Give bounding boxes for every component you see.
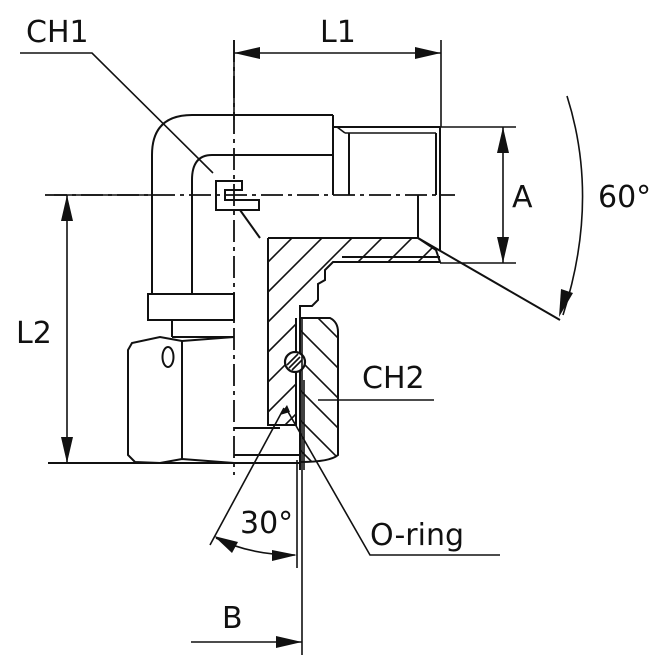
elbow-tube xyxy=(151,114,334,295)
label-b: B xyxy=(222,601,243,636)
label-oring: O-ring xyxy=(370,518,464,553)
tube-outer-wall xyxy=(151,114,333,295)
nut-mark-ellipse xyxy=(161,346,175,368)
label-l1: L1 xyxy=(320,15,356,50)
angle-30-arrow-left xyxy=(214,536,238,553)
label-ch2: CH2 xyxy=(362,361,425,396)
label-30-deg: 30° xyxy=(240,506,293,541)
l1-arrow-right xyxy=(415,47,441,59)
label-a: A xyxy=(512,180,533,215)
angle-30: 30° xyxy=(209,407,298,568)
tube-inner-wall xyxy=(191,154,333,295)
angle-60-arrow xyxy=(559,289,573,317)
a-arrow-bottom xyxy=(497,237,509,263)
l2-arrow-bottom xyxy=(61,437,73,463)
dimension-a: A xyxy=(440,126,533,264)
l2-arrow-top xyxy=(61,195,73,221)
ch1-flat-symbol xyxy=(215,180,260,211)
male-thread-end xyxy=(333,126,561,321)
label-ch1: CH1 xyxy=(26,15,89,50)
angle-30-arrow-right xyxy=(272,550,297,561)
angle-60-arc xyxy=(562,95,584,316)
label-60-deg: 60° xyxy=(598,180,651,215)
sectioned-body xyxy=(239,209,442,426)
leader-ch2: CH2 xyxy=(318,361,434,401)
label-l2: L2 xyxy=(16,316,52,351)
nut-section xyxy=(234,317,339,470)
leader-oring: O-ring xyxy=(286,409,500,556)
hex-nut-outline xyxy=(127,335,235,465)
angle-60: 60° xyxy=(559,95,651,317)
l1-arrow-left xyxy=(234,47,260,59)
a-arrow-top xyxy=(497,127,509,153)
seal-cone-mark xyxy=(280,405,290,415)
dimension-l1: L1 xyxy=(233,15,442,127)
ch1-marker xyxy=(215,180,260,211)
b-arrow xyxy=(276,636,302,648)
dimension-b: B xyxy=(191,318,303,655)
leader-ch1: CH1 xyxy=(20,15,214,174)
nut-section-outline xyxy=(299,317,339,463)
collar xyxy=(147,293,235,338)
dimension-l2: L2 xyxy=(16,194,152,463)
hex-nut xyxy=(127,335,235,465)
o-ring xyxy=(280,350,307,415)
nut-hatching xyxy=(300,318,338,462)
